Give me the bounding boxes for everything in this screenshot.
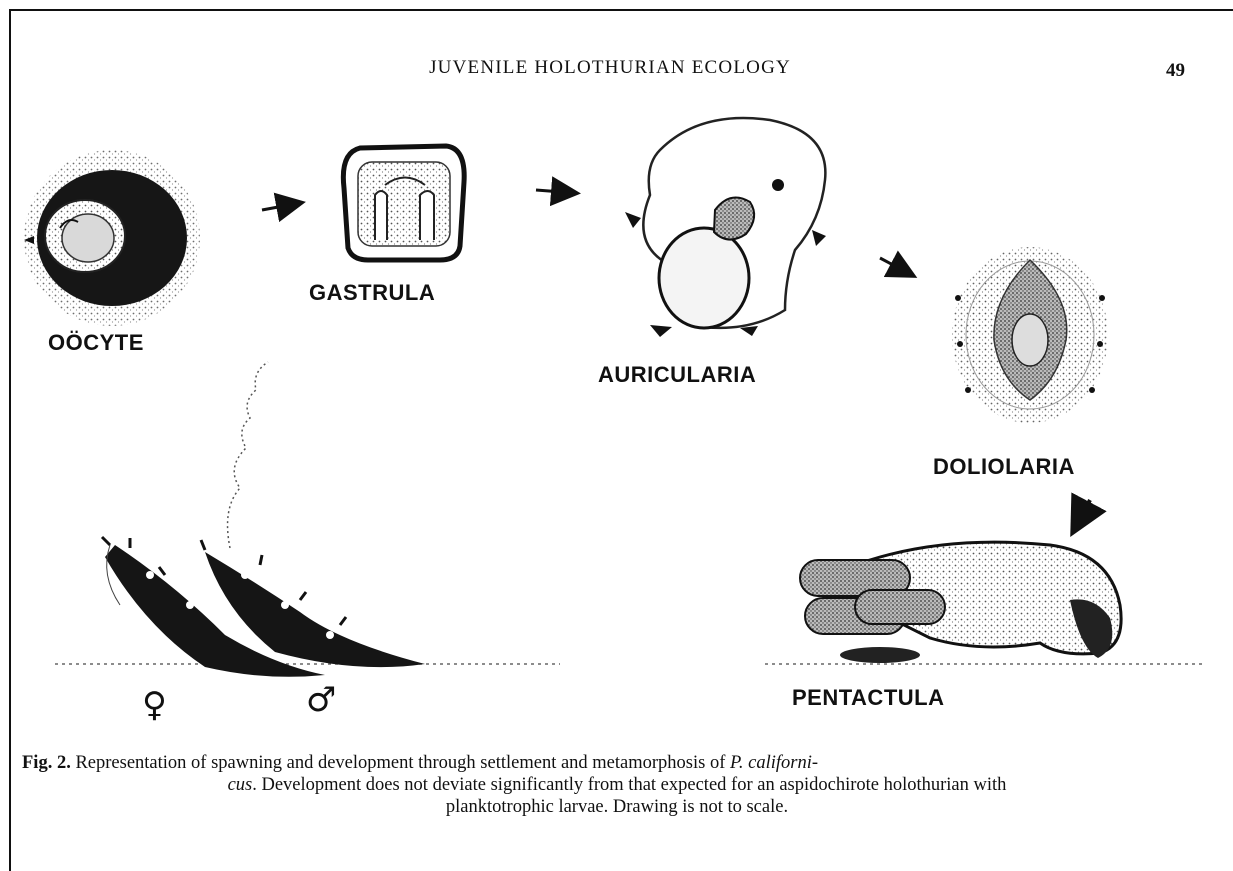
stage-label-doliolaria: DOLIOLARIA xyxy=(933,454,1075,480)
stage-label-pentactula: PENTACTULA xyxy=(792,685,944,711)
species-name-part1: P. californi- xyxy=(730,753,818,773)
pentactula-drawing xyxy=(765,542,1205,664)
arrow-oocyte-to-gastrula xyxy=(262,203,300,210)
adult-sea-cucumbers-drawing xyxy=(55,362,560,677)
stage-label-auricularia: AURICULARIA xyxy=(598,362,756,388)
doliolaria-drawing xyxy=(952,247,1108,423)
caption-text-1: Representation of spawning and developme… xyxy=(75,753,725,773)
caption-text-2: . Development does not deviate significa… xyxy=(252,775,1006,795)
arrow-gastrula-to-auricularia xyxy=(536,190,575,193)
auricularia-drawing xyxy=(625,118,826,337)
stage-label-oocyte: OÖCYTE xyxy=(48,330,144,356)
arrow-doliolaria-to-pentactula xyxy=(1074,500,1090,530)
figure-label: Fig. 2. xyxy=(22,753,71,773)
stage-label-gastrula: GASTRULA xyxy=(309,280,435,306)
species-name-part2: cus xyxy=(228,775,253,795)
female-symbol: ♀ xyxy=(142,685,167,725)
figure-caption: Fig. 2. Representation of spawning and d… xyxy=(22,752,1212,818)
arrow-auricularia-to-doliolaria xyxy=(880,258,912,275)
gastrula-drawing xyxy=(343,146,464,260)
oocyte-drawing xyxy=(24,150,200,326)
caption-text-3: planktotrophic larvae. Drawing is not to… xyxy=(22,796,1212,818)
male-symbol: ♂ xyxy=(306,680,336,720)
